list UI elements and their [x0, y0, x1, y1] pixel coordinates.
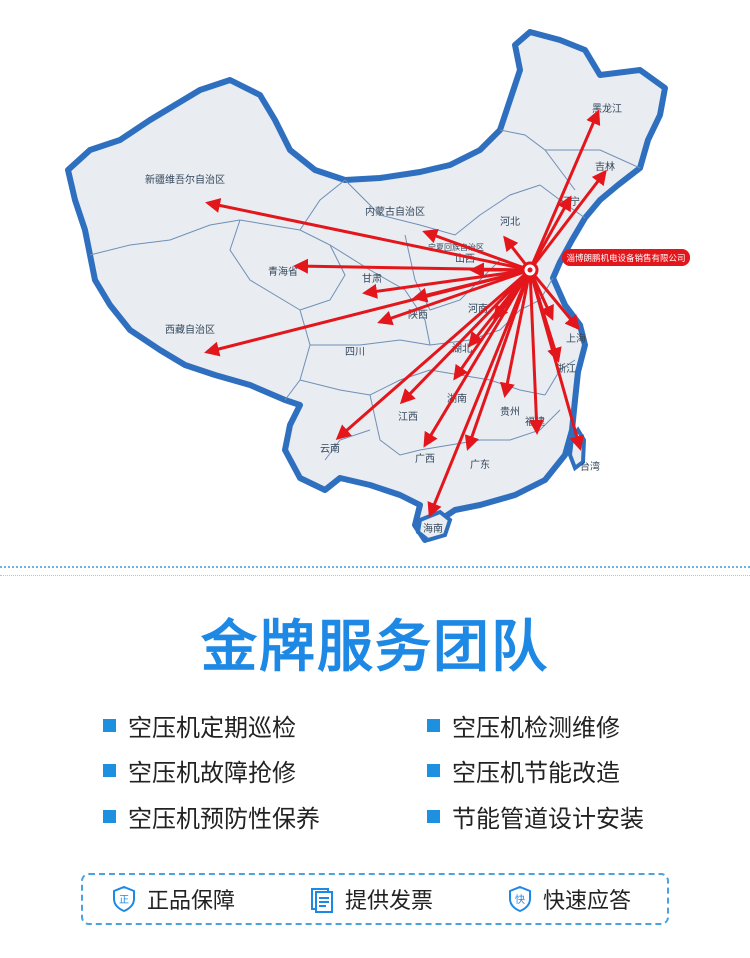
- bullet-square-icon: [427, 718, 440, 732]
- service-label: 节能管道设计安装: [452, 804, 644, 833]
- arrow-xinjiang: [205, 198, 531, 272]
- label-sichuan: 四川: [345, 347, 365, 358]
- page-title: 金牌服务团队: [201, 615, 549, 680]
- bullet-square-icon: [103, 718, 116, 732]
- company-location-dot: [527, 267, 533, 273]
- arrow-yunnan: [335, 268, 531, 440]
- label-guangxi: 广西: [415, 453, 435, 465]
- service-item: 空压机节能改造: [427, 750, 620, 790]
- label-taiwan: 台湾: [580, 460, 600, 473]
- label-xinjiang: 新疆维吾尔自治区: [145, 173, 225, 186]
- badge-label: 提供发票: [345, 889, 434, 914]
- badge-label: 正品保障: [147, 889, 236, 914]
- dotted-divider-secondary: [0, 575, 750, 576]
- service-label: 空压机定期巡检: [128, 713, 296, 742]
- label-qinghai: 青海省: [268, 265, 298, 278]
- arrow-sichuan: [377, 268, 531, 326]
- service-item: 空压机故障抢修: [103, 750, 296, 790]
- bullet-square-icon: [427, 763, 440, 777]
- arrow-guangxi: [423, 269, 532, 448]
- label-yunnan: 云南: [320, 442, 340, 455]
- label-shanghai: 上海: [566, 332, 586, 345]
- arrow-guangdong: [464, 269, 532, 451]
- company-label: 淄博朗鹏机电设备销售有限公司: [566, 253, 685, 264]
- label-hebei: 河北: [500, 216, 520, 228]
- label-guizhou: 贵州: [500, 405, 520, 418]
- arrow-jiangsu: [528, 269, 554, 321]
- svg-text:正: 正: [119, 895, 129, 906]
- china-map-svg: 黑龙江 吉林 辽宁 新疆维吾尔自治区 内蒙古自治区 河北 青海省 西藏自治区 山…: [65, 29, 690, 543]
- label-xizang: 西藏自治区: [165, 323, 215, 336]
- shield-zheng-icon: 正: [113, 885, 135, 913]
- arrow-jiangxi: [399, 268, 532, 405]
- badge-label: 快速应答: [543, 889, 632, 914]
- arrow-liaoning: [528, 195, 572, 271]
- label-guangdong: 广东: [470, 458, 490, 471]
- label-jiangxi: 江西: [398, 411, 418, 423]
- service-label: 空压机预防性保养: [128, 804, 320, 833]
- label-gansu: 甘肃: [362, 272, 382, 285]
- bullet-square-icon: [103, 763, 116, 777]
- service-item: 节能管道设计安装: [427, 796, 644, 836]
- service-arrows: [204, 109, 607, 518]
- arrow-shaanxi: [412, 268, 531, 303]
- service-label: 空压机节能改造: [452, 758, 620, 787]
- arrow-gansu: [362, 268, 531, 299]
- invoice-icon: [311, 888, 333, 913]
- service-label: 空压机检测维修: [452, 713, 620, 742]
- label-zhejiang: 浙江: [556, 363, 576, 375]
- badge-authentic: 正 正品保障: [111, 875, 235, 923]
- label-hainan: 海南: [423, 522, 443, 535]
- label-neimenggu: 内蒙古自治区: [365, 205, 425, 218]
- arrow-fujian: [528, 269, 544, 435]
- arrow-shanghai: [528, 269, 580, 331]
- service-item: 空压机检测维修: [427, 705, 620, 745]
- arrow-jilin: [528, 169, 607, 271]
- arrow-neimenggu: [422, 229, 531, 272]
- china-service-map: 黑龙江 吉林 辽宁 新疆维吾尔自治区 内蒙古自治区 河北 青海省 西藏自治区 山…: [65, 29, 690, 543]
- label-jilin: 吉林: [595, 160, 615, 173]
- service-label: 空压机故障抢修: [128, 758, 296, 787]
- arrow-taiwan: [528, 269, 584, 451]
- badge-fast-reply: 快 快速应答: [507, 875, 631, 923]
- arrow-hainan: [427, 269, 532, 518]
- arrow-heilongjiang: [528, 109, 601, 271]
- company-label-box: 淄博朗鹏机电设备销售有限公司: [562, 249, 690, 266]
- guarantee-bar: 正 正品保障 提供发票 快 快速应答: [81, 873, 669, 925]
- dotted-divider: [0, 566, 750, 568]
- label-ningxia: 宁夏回族自治区: [428, 242, 484, 252]
- service-item: 空压机定期巡检: [103, 705, 296, 745]
- svg-text:快: 快: [515, 894, 525, 906]
- service-item: 空压机预防性保养: [103, 796, 320, 836]
- shield-kuai-icon: 快: [509, 885, 531, 913]
- badge-invoice: 提供发票: [309, 875, 433, 923]
- bullet-square-icon: [103, 809, 116, 823]
- bullet-square-icon: [427, 809, 440, 823]
- arrow-guizhou: [499, 269, 532, 398]
- arrow-henan: [493, 269, 532, 321]
